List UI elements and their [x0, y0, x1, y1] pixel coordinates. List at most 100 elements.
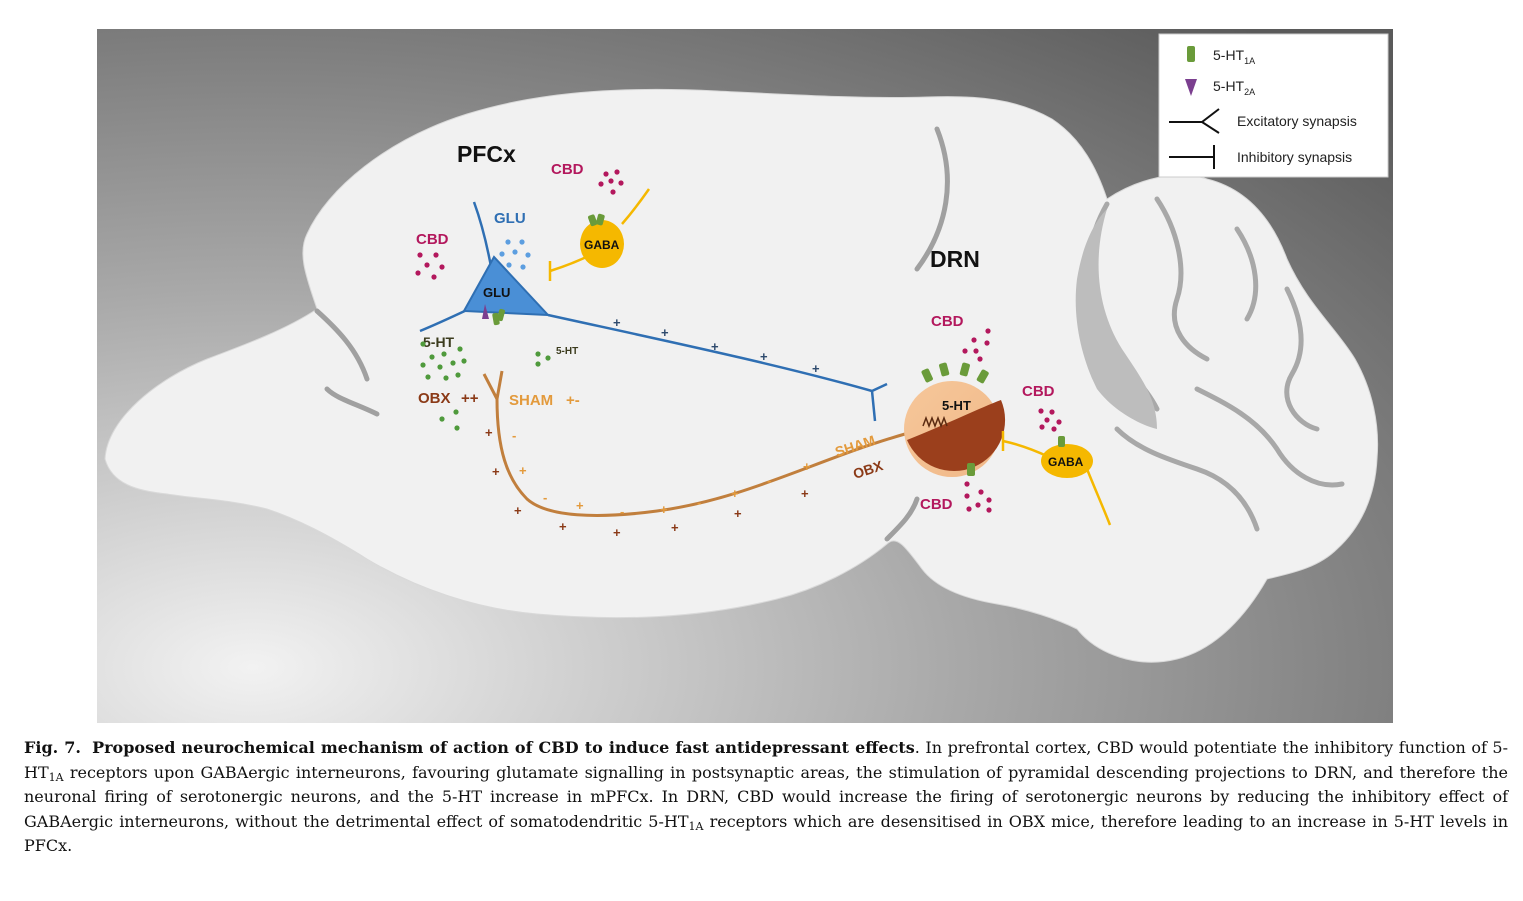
cbd-label-gaba-pfcx: CBD: [551, 161, 584, 178]
receptor-2a-icon: [1185, 79, 1197, 96]
gaba-dendrite-pfcx: [621, 188, 651, 225]
legend-inhibitory: Inhibitory synapsis: [1237, 149, 1352, 165]
figure-caption: Fig. 7. Proposed neurochemical mechanism…: [24, 736, 1508, 859]
caption-text-3: receptors which are desensitised in OBX …: [24, 811, 1508, 856]
sham-label-pfcx: SHAM: [509, 392, 553, 409]
plus-marker: +: [660, 502, 668, 517]
gaba-label-drn: GABA: [1048, 455, 1084, 469]
gaba-dendrite-drn: [1085, 468, 1112, 526]
receptor-1a-drn-1: [921, 368, 933, 383]
gaba-label-pfcx: GABA: [584, 238, 620, 252]
ht-soma-label: 5-HT: [942, 398, 971, 413]
figure-panel: 5-HT1A 5-HT2A Excitatory synapsis Inhibi…: [97, 29, 1393, 723]
minus-marker: -: [512, 428, 516, 443]
receptor-1a-drn-2: [939, 362, 950, 377]
plus-marker: +: [559, 519, 567, 534]
pfcx-label: PFCx: [457, 141, 516, 167]
plus-marker: +: [613, 525, 621, 540]
plus-marker: +: [711, 339, 719, 354]
receptor-1a-drn-3: [959, 362, 970, 377]
obx-plus-markers: + + + + + + + +: [485, 425, 809, 540]
minus-marker: -: [697, 495, 701, 510]
plus-marker: +: [803, 459, 811, 474]
serotonergic-terminal: [482, 370, 504, 400]
plus-marker: +: [613, 315, 621, 330]
receptor-1a-drn-4: [976, 369, 989, 384]
5ht-label-pfcx: 5-HT: [423, 334, 455, 350]
plus-marker: +: [801, 486, 809, 501]
plus-marker: +: [519, 463, 527, 478]
obx-label-pfcx: OBX: [418, 390, 451, 407]
plus-marker: +: [671, 520, 679, 535]
caption-text-2: receptors upon GABAergic interneurons, f…: [24, 762, 1508, 831]
legend: 5-HT1A 5-HT2A Excitatory synapsis Inhibi…: [1158, 33, 1389, 178]
plus-marker: +: [514, 503, 522, 518]
drn-label: DRN: [930, 246, 980, 272]
receptor-1a-icon: [1187, 46, 1195, 62]
glu-label: GLU: [494, 210, 526, 227]
legend-excitatory: Excitatory synapsis: [1237, 113, 1357, 129]
caption-text-1: . In prefrontal cortex, CBD would potent…: [24, 738, 1509, 782]
gaba-soma-drn: [1041, 444, 1093, 478]
glu-soma: [462, 255, 551, 317]
caption-title: Proposed neurochemical mechanism of acti…: [92, 738, 915, 757]
ht-soma-obx-half: [907, 400, 1006, 472]
brain-diagram: 5-HT1A 5-HT2A Excitatory synapsis Inhibi…: [97, 29, 1393, 723]
cbd-label-drn-top: CBD: [931, 313, 964, 330]
receptor-1a-drn-5: [967, 463, 975, 476]
cbd-label-drn-bottom: CBD: [920, 496, 953, 513]
5ht-label-small: 5-HT: [556, 346, 578, 357]
cerebellum-gap: [1075, 209, 1157, 429]
cbd-dots-gaba-pfcx: [598, 169, 624, 195]
serotonergic-neuron-drn: 5-HT: [904, 362, 1006, 477]
plus-marker: +: [485, 425, 493, 440]
minus-marker: -: [620, 504, 624, 519]
sham-markers: - + - + - + - + - +: [512, 428, 811, 519]
sham-sign: +-: [566, 392, 580, 409]
receptor-1a-on-gaba-drn: [1058, 436, 1065, 447]
legend-5ht2a: 5-HT2A: [1213, 78, 1255, 97]
caption-fig-label: Fig. 7.: [24, 738, 81, 757]
receptor-1a-on-glu-2: [492, 312, 500, 326]
gaba-soma-pfcx: [580, 220, 624, 268]
caption-sub-2: 1A: [688, 819, 704, 833]
plus-marker: +: [812, 361, 820, 376]
cbd-dots-drn-top: [962, 328, 991, 362]
plus-marker: +: [731, 486, 739, 501]
firing-spikes: [922, 415, 948, 429]
cortex-folds: [314, 126, 950, 542]
caption-sub-1: 1A: [48, 770, 64, 784]
plus-marker: +: [734, 506, 742, 521]
minus-marker: -: [767, 473, 771, 488]
inhibitory-synapse-icon: [1169, 145, 1215, 169]
receptor-1a-on-gaba-pfcx: [588, 214, 598, 227]
plus-marker: +: [492, 464, 500, 479]
brain-silhouette: [104, 88, 1379, 663]
minus-marker: -: [543, 490, 547, 505]
receptor-2a-on-glu: [482, 304, 489, 319]
obx-sign: ++: [461, 390, 479, 407]
cbd-label-gaba-drn: CBD: [1022, 383, 1055, 400]
legend-5ht1a: 5-HT1A: [1213, 47, 1255, 66]
cbd-dots-glu: [415, 252, 445, 280]
cbd-dots-drn-bottom: [964, 481, 992, 513]
glu-excitatory-terminal: [870, 382, 888, 422]
glu-axon: [547, 313, 873, 393]
serotonin-dots-pfcx: [420, 341, 467, 431]
glu-plus-markers: + + + + +: [613, 315, 820, 376]
plus-marker: +: [661, 325, 669, 340]
excitatory-synapse-icon: [1169, 108, 1220, 134]
receptor-1a-on-gaba-pfcx-2: [595, 213, 605, 226]
receptor-1a-on-glu: [496, 308, 506, 322]
cbd-label-glu: CBD: [416, 231, 449, 248]
glu-pyramidal-neuron: GLU: [419, 201, 888, 422]
gaba-interneuron-drn: GABA: [1001, 431, 1112, 526]
glu-soma-label: GLU: [483, 285, 510, 300]
legend-box: [1158, 33, 1389, 178]
glu-dots: [499, 239, 531, 270]
plus-marker: +: [760, 349, 768, 364]
serotonin-dots-small: [535, 351, 551, 367]
plus-marker: +: [576, 498, 584, 513]
cbd-dots-gaba-drn: [1038, 408, 1062, 432]
serotonergic-projection: [495, 398, 906, 517]
